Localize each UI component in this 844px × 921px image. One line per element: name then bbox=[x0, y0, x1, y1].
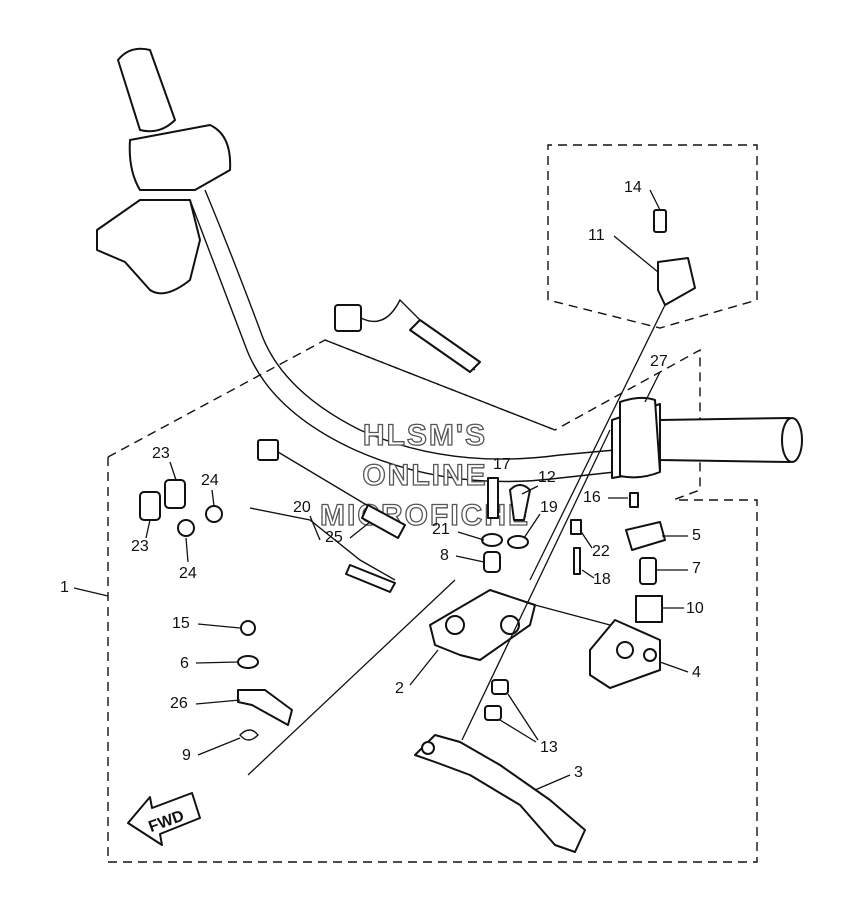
callout-15: 15 bbox=[172, 615, 241, 632]
callout-8: 8 bbox=[440, 547, 485, 564]
svg-text:24: 24 bbox=[201, 472, 219, 489]
small-parts bbox=[139, 209, 696, 741]
svg-text:13: 13 bbox=[540, 739, 558, 756]
callout-26: 26 bbox=[170, 695, 241, 712]
svg-text:15: 15 bbox=[172, 615, 190, 632]
callout-10: 10 bbox=[662, 600, 704, 617]
callouts: 1 2 3 4 5 6 7 8 9 10 11 12 13 14 15 16 1… bbox=[60, 179, 704, 791]
lever-holder bbox=[429, 589, 611, 661]
assembly-boundary bbox=[107, 144, 758, 863]
svg-text:16: 16 bbox=[583, 489, 601, 506]
svg-text:17: 17 bbox=[493, 456, 511, 473]
callout-24a: 24 bbox=[201, 472, 219, 507]
callout-4: 4 bbox=[659, 661, 701, 681]
svg-text:1: 1 bbox=[60, 579, 69, 596]
svg-text:9: 9 bbox=[182, 747, 191, 764]
callout-7: 7 bbox=[656, 560, 701, 577]
svg-text:5: 5 bbox=[692, 527, 701, 544]
svg-text:2: 2 bbox=[395, 680, 404, 697]
callout-14: 14 bbox=[624, 179, 661, 211]
callout-9: 9 bbox=[182, 737, 241, 764]
watermark-line-2: ONLINE bbox=[362, 459, 487, 492]
svg-text:26: 26 bbox=[170, 695, 188, 712]
callout-16: 16 bbox=[583, 489, 628, 506]
svg-text:24: 24 bbox=[179, 565, 197, 582]
callout-13: 13 bbox=[499, 693, 558, 756]
callout-17: 17 bbox=[493, 456, 511, 473]
callout-27: 27 bbox=[644, 353, 668, 403]
callout-21: 21 bbox=[432, 521, 485, 541]
svg-text:3: 3 bbox=[574, 764, 583, 781]
callout-24b: 24 bbox=[179, 537, 197, 582]
bracket bbox=[589, 619, 661, 689]
watermark-line-1: HLSM'S bbox=[363, 419, 487, 452]
callout-12: 12 bbox=[521, 469, 556, 495]
svg-text:25: 25 bbox=[325, 529, 343, 546]
svg-text:6: 6 bbox=[180, 655, 189, 672]
svg-text:27: 27 bbox=[650, 353, 668, 370]
svg-text:8: 8 bbox=[440, 547, 449, 564]
svg-text:20: 20 bbox=[293, 499, 311, 516]
callout-2: 2 bbox=[395, 649, 439, 697]
callout-1: 1 bbox=[60, 579, 109, 597]
svg-text:12: 12 bbox=[538, 469, 556, 486]
callout-23a: 23 bbox=[152, 445, 177, 481]
brake-lever bbox=[414, 734, 586, 853]
callout-18: 18 bbox=[581, 569, 611, 588]
svg-text:23: 23 bbox=[152, 445, 170, 462]
callout-23b: 23 bbox=[131, 519, 151, 555]
svg-text:4: 4 bbox=[692, 664, 701, 681]
callout-6: 6 bbox=[180, 655, 239, 672]
callout-22: 22 bbox=[579, 529, 610, 560]
callout-5: 5 bbox=[662, 527, 701, 544]
fwd-arrow: FWD bbox=[127, 792, 201, 846]
svg-text:14: 14 bbox=[624, 179, 642, 196]
callout-19: 19 bbox=[523, 499, 558, 539]
callout-25: 25 bbox=[325, 521, 371, 546]
callout-3: 3 bbox=[534, 764, 583, 791]
svg-text:7: 7 bbox=[692, 560, 701, 577]
callout-20: 20 bbox=[293, 499, 321, 541]
svg-text:21: 21 bbox=[432, 521, 450, 538]
callout-11: 11 bbox=[588, 227, 659, 273]
cable-assembly bbox=[249, 298, 481, 593]
svg-text:22: 22 bbox=[592, 543, 610, 560]
svg-text:10: 10 bbox=[686, 600, 704, 617]
svg-text:19: 19 bbox=[540, 499, 558, 516]
handlebar bbox=[96, 47, 803, 483]
svg-text:11: 11 bbox=[588, 227, 605, 244]
svg-text:18: 18 bbox=[593, 571, 611, 588]
assembly-leaders bbox=[247, 304, 666, 776]
svg-text:23: 23 bbox=[131, 538, 149, 555]
